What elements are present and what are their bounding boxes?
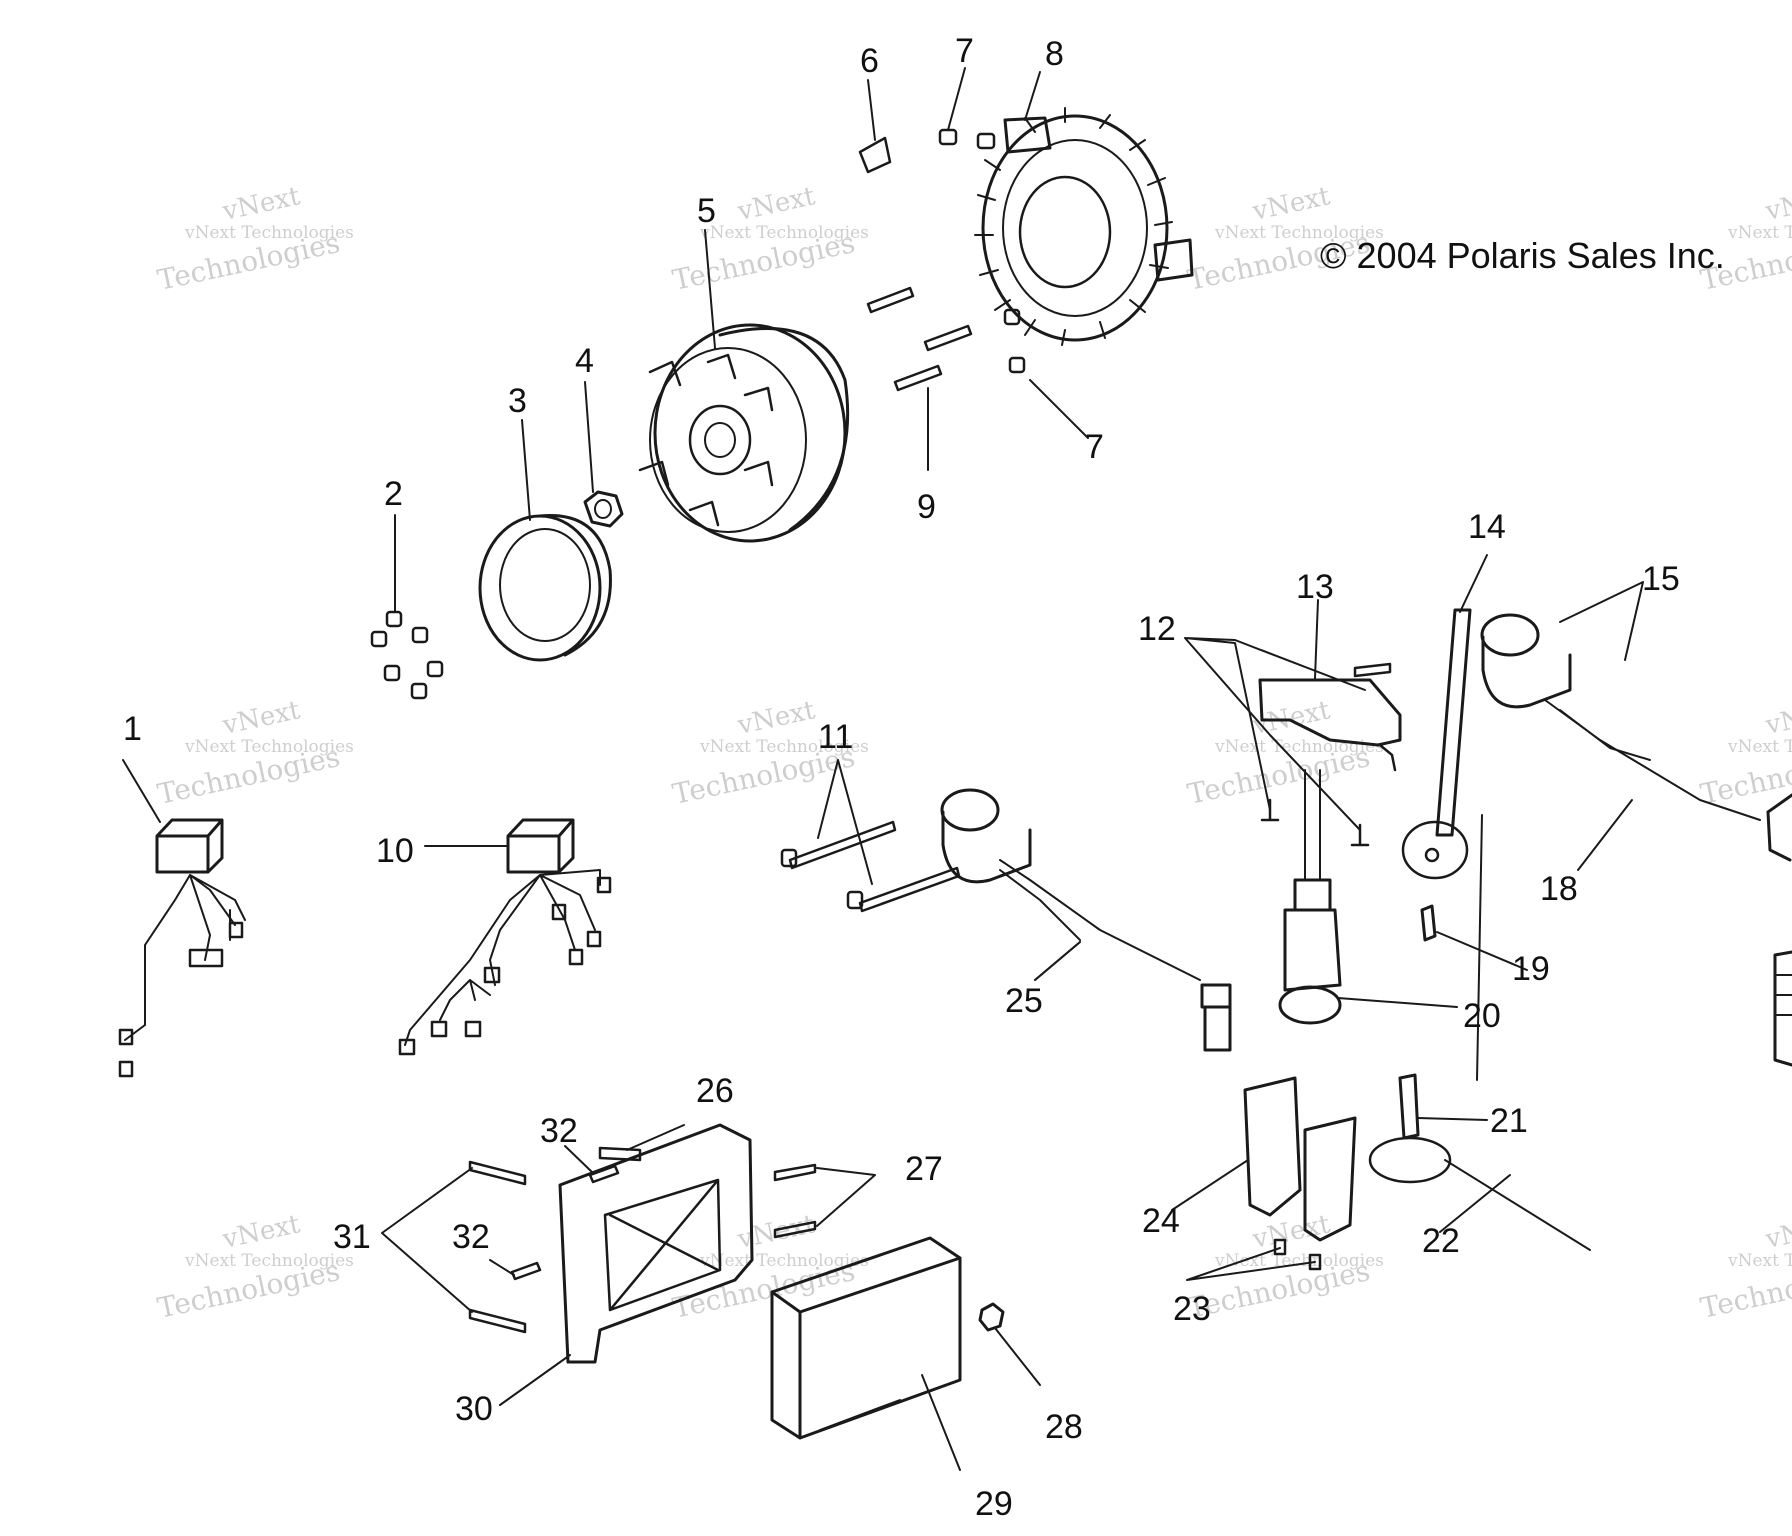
callout-29: 29 [975,1485,1013,1523]
watermark: vNext Technologies vNext Technologies [670,1209,869,1325]
callout-6: 6 [860,42,879,80]
part-14-rod [1401,608,1483,1081]
callout-13: 13 [1296,568,1334,606]
watermark-text: vNext [1762,181,1792,227]
watermark: vNext Technologies vNext Technologies [1185,695,1384,811]
part-28-nut [978,1302,1005,1332]
part-4-nut [583,490,624,528]
watermark-text: vNext Technologies [184,1251,354,1271]
watermark-text: vNext [219,181,303,227]
part-29-cdi-box [770,1236,962,1440]
callout-30: 30 [455,1390,493,1428]
watermark-text: vNext [1249,181,1333,227]
watermark-text: vNext [1762,695,1792,741]
watermark-text: vNext [1762,1209,1792,1255]
watermark-text: vNext Technologies [1727,1251,1792,1271]
watermark-text: vNext [219,1209,303,1255]
watermark-text: vNext [1249,1209,1333,1255]
part-30-mount-bracket [558,1123,754,1364]
part-18-ignition-coil [1480,613,1792,862]
callout-28: 28 [1045,1408,1083,1446]
watermark-text: vNext [219,695,303,741]
part-27-studs [773,1163,817,1239]
watermark: vNext Technologies vNext Technologies [155,1209,354,1325]
part-32-spacers [510,1164,620,1281]
part-10-harness [398,818,612,1056]
callout-26: 26 [696,1072,734,1110]
watermark: vNext Technologies vNext Technologies [155,695,354,811]
watermark-text: vNext Technologies [184,223,354,243]
watermark-text: vNext [734,181,818,227]
part-7-screws-bottom [1003,308,1026,374]
watermark-text: vNext Technologies [184,737,354,757]
part-9-bolts [866,286,973,392]
callout-31: 31 [333,1218,371,1256]
part-25-ignition-coil [940,788,1232,1052]
callout-25: 25 [1005,982,1043,1020]
callout-32-bottom: 32 [452,1218,490,1256]
watermark-text: vNext Technologies [699,1251,869,1271]
leader-lines [122,67,1644,1471]
part-22-probe [1368,1136,1591,1251]
watermark-text: vNext [734,695,818,741]
callout-21: 21 [1490,1102,1528,1140]
callout-18: 18 [1540,870,1578,908]
part-2-bolts [370,610,444,700]
callout-10: 10 [376,832,414,870]
callout-5: 5 [697,192,716,230]
part-7-screws-top [938,128,996,150]
part-8-stator [974,107,1194,346]
watermark-text: vNext Technologies [699,223,869,243]
callout-23: 23 [1173,1290,1211,1328]
callout-12: 12 [1138,610,1176,648]
part-6-clip [858,136,892,174]
part-19-fitting [1420,904,1437,942]
callout-7-top: 7 [955,32,974,70]
part-11-bolts [780,820,961,913]
part-31-bolts [468,1160,527,1334]
callout-2: 2 [384,475,403,513]
watermark: vNext Technologies vNext Technologies [155,181,354,297]
part-24-bracket [1243,1076,1357,1242]
callout-14: 14 [1468,508,1506,546]
callout-3: 3 [508,382,527,420]
watermark-text: vNext Technologies [1727,737,1792,757]
callout-8: 8 [1045,35,1064,73]
callout-20: 20 [1463,997,1501,1035]
watermark-text: vNext Technologies [1214,223,1384,243]
callout-4: 4 [575,342,594,380]
watermark-text: vNext Technologies [1727,223,1792,243]
callout-32-top: 32 [540,1112,578,1150]
part-1-harness [118,818,246,1078]
part-8-connector [1003,116,1052,154]
watermark-group: vNext Technologies vNext Technologies vN… [155,181,1792,1325]
callout-1: 1 [123,710,142,748]
watermark-text: vNext Technologies [699,737,869,757]
part-20-module [1278,769,1342,1025]
spark-plug [1773,950,1792,1067]
callout-27: 27 [905,1150,943,1188]
copyright-text: © 2004 Polaris Sales Inc. [1320,235,1725,276]
watermark: vNext Technologies vNext Technologies [1698,695,1792,811]
callout-9: 9 [917,488,936,526]
callout-24: 24 [1142,1202,1180,1240]
callout-11: 11 [818,718,853,756]
part-21-fitting [1398,1073,1420,1140]
part-3-starter-cup [478,513,612,662]
callout-7-bottom: 7 [1085,428,1104,466]
callout-15: 15 [1642,560,1680,598]
watermark: vNext Technologies vNext Technologies [1698,1209,1792,1325]
callout-19: 19 [1512,950,1550,988]
callout-labels: 1 2 3 4 5 6 7 8 7 9 10 11 12 13 14 15 18… [123,32,1680,1523]
part-13-bracket [1258,678,1402,772]
callout-22: 22 [1422,1222,1460,1260]
part-5-flywheel [638,323,850,543]
